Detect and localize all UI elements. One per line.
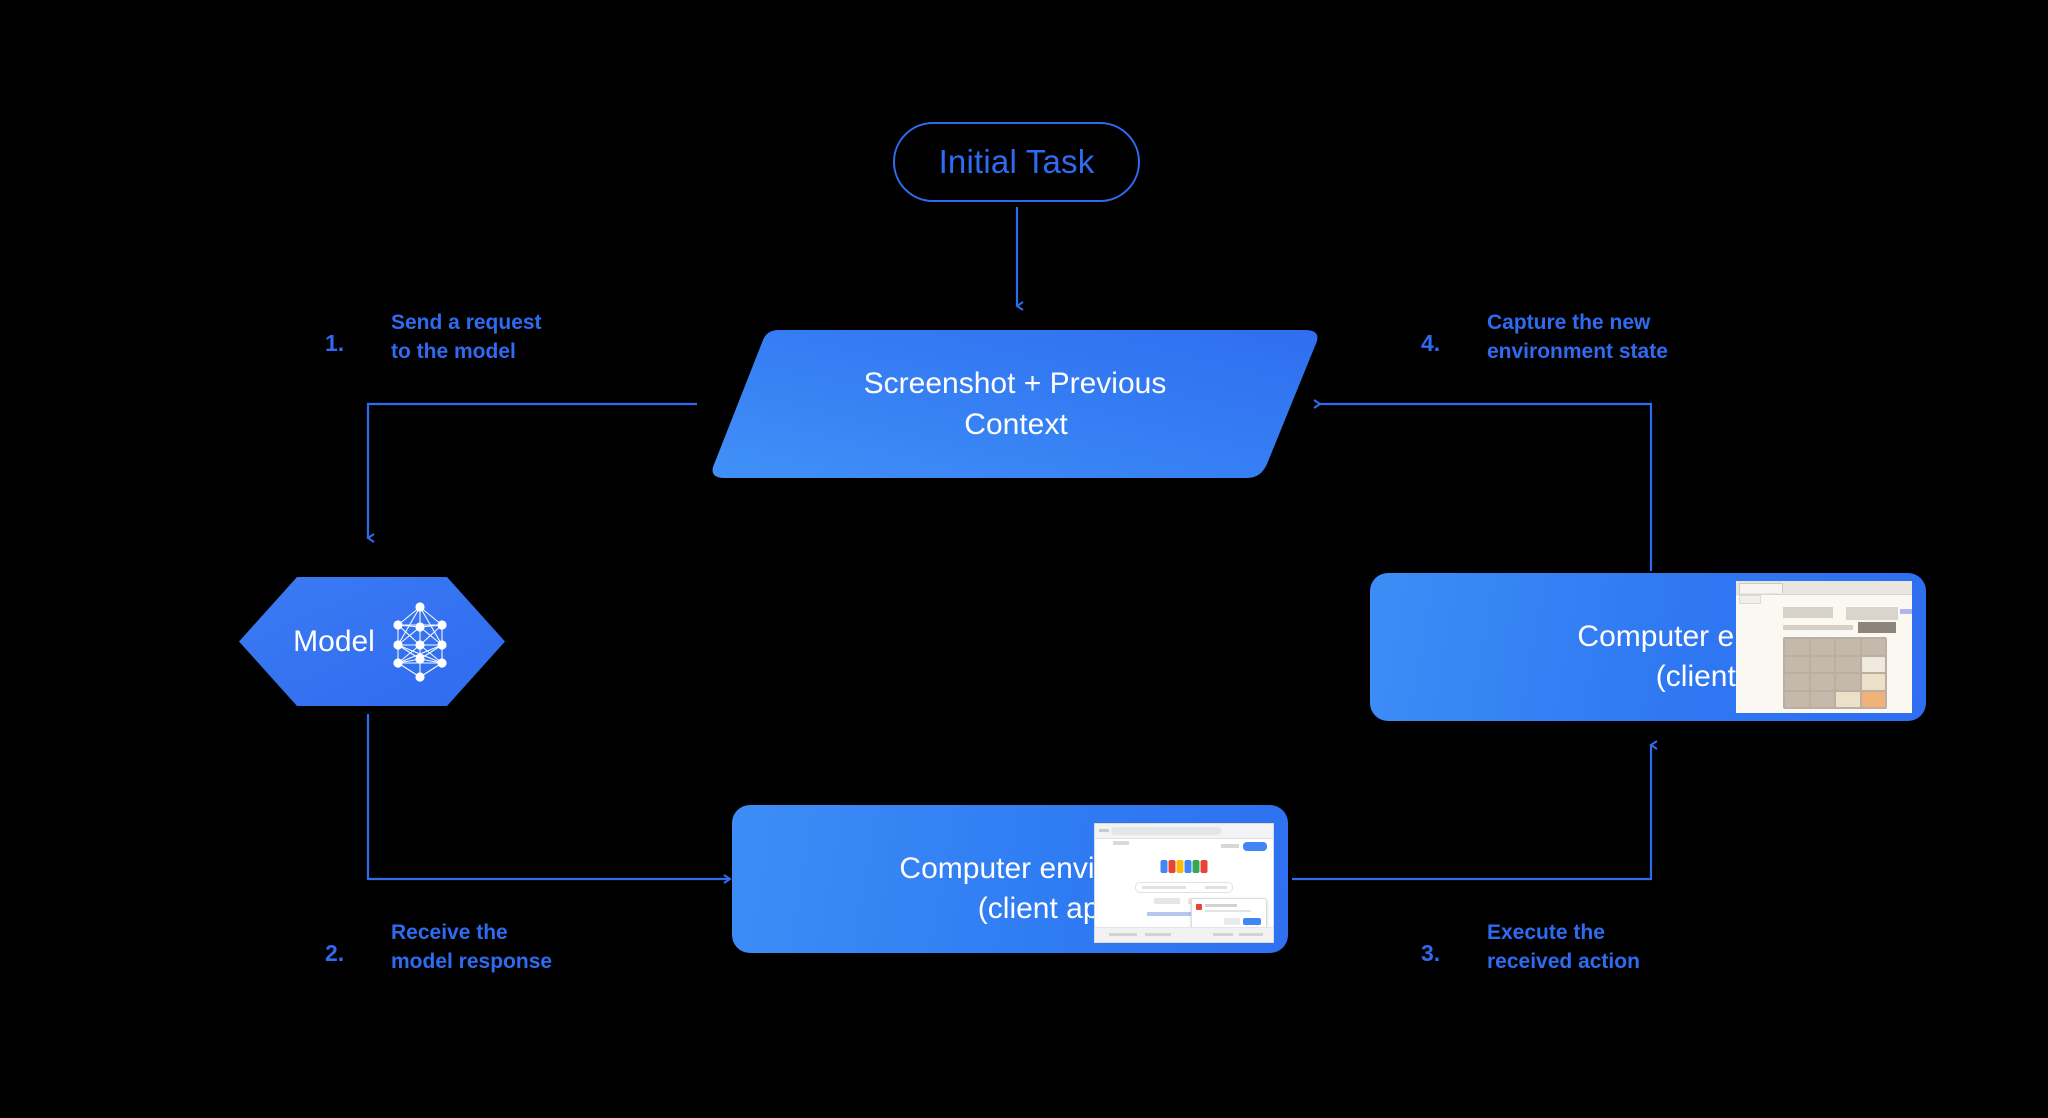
score-boxes bbox=[1846, 607, 1898, 620]
dialog-primary-button[interactable] bbox=[1243, 918, 1261, 925]
model-node[interactable]: Model bbox=[237, 575, 507, 708]
header-links bbox=[1221, 844, 1239, 848]
step-2-line1: Receive the bbox=[391, 921, 508, 944]
header-links bbox=[1900, 609, 1912, 614]
step-3-text: Execute the received action bbox=[1487, 918, 1640, 976]
google-search-button[interactable] bbox=[1154, 898, 1180, 904]
browser-nav-buttons bbox=[1099, 829, 1109, 832]
2048-game-thumbnail bbox=[1736, 581, 1912, 713]
step-1-text: Send a request to the model bbox=[391, 308, 542, 366]
step-3-line2: received action bbox=[1487, 950, 1640, 973]
game-board bbox=[1783, 637, 1887, 709]
game-subtitle bbox=[1783, 625, 1853, 630]
tile-cell bbox=[1861, 639, 1885, 655]
tile-cell bbox=[1861, 656, 1885, 672]
step-1-line2: to the model bbox=[391, 340, 516, 363]
tile-cell bbox=[1785, 639, 1809, 655]
computer-environment-right-node[interactable]: Computer environment (client app) bbox=[1370, 573, 1926, 721]
parallelogram-shape bbox=[712, 330, 1318, 478]
tile-cell bbox=[1810, 639, 1834, 655]
browser-url-bar bbox=[1111, 827, 1221, 835]
google-search-thumbnail bbox=[1094, 823, 1274, 943]
initial-task-label: Initial Task bbox=[938, 143, 1095, 180]
step-1-line1: Send a request bbox=[391, 311, 542, 334]
tile-cell bbox=[1785, 691, 1809, 707]
popup-dialog[interactable] bbox=[1191, 898, 1267, 930]
initial-task-node[interactable]: Initial Task bbox=[893, 122, 1140, 202]
game-title bbox=[1783, 607, 1833, 618]
languages-offered-line bbox=[1147, 912, 1221, 916]
bookmark-bar bbox=[1113, 841, 1129, 845]
google-logo bbox=[1160, 860, 1208, 873]
search-icons bbox=[1205, 886, 1227, 889]
tile-cell bbox=[1836, 674, 1860, 690]
tile-cell bbox=[1861, 691, 1885, 707]
tile-cell bbox=[1836, 639, 1860, 655]
step-2-text: Receive the model response bbox=[391, 918, 552, 976]
dialog-icon bbox=[1196, 904, 1202, 910]
step-4-text: Capture the new environment state bbox=[1487, 308, 1668, 366]
tile-cell bbox=[1810, 674, 1834, 690]
tile-cell bbox=[1785, 656, 1809, 672]
step-1-number: 1. bbox=[325, 330, 345, 356]
step-4-line2: environment state bbox=[1487, 340, 1668, 363]
sign-in-button[interactable] bbox=[1243, 842, 1267, 851]
dialog-secondary-button[interactable] bbox=[1224, 918, 1240, 925]
tile-cell bbox=[1785, 674, 1809, 690]
step-4-number: 4. bbox=[1421, 330, 1441, 356]
page-footer bbox=[1095, 927, 1273, 942]
dialog-body bbox=[1205, 910, 1251, 912]
search-input[interactable] bbox=[1135, 882, 1233, 893]
tile-cell bbox=[1836, 656, 1860, 672]
search-placeholder bbox=[1142, 886, 1186, 889]
computer-environment-bottom-node[interactable]: Computer environment (client app) bbox=[732, 805, 1288, 953]
tile-cell bbox=[1836, 691, 1860, 707]
hexagon-shape bbox=[239, 577, 505, 706]
step-3-line1: Execute the bbox=[1487, 921, 1605, 944]
model-node-label: Model bbox=[293, 624, 375, 658]
step-3-number: 3. bbox=[1421, 940, 1441, 966]
new-game-button[interactable] bbox=[1858, 622, 1896, 633]
tile-cell bbox=[1810, 656, 1834, 672]
dialog-title bbox=[1205, 904, 1237, 907]
context-node-line2: Context bbox=[964, 408, 1068, 441]
tile-cell bbox=[1810, 691, 1834, 707]
context-node-line1: Screenshot + Previous bbox=[863, 367, 1167, 400]
neural-network-icon bbox=[393, 601, 447, 682]
tile-cell bbox=[1861, 674, 1885, 690]
step-2-number: 2. bbox=[325, 940, 345, 966]
step-2-line2: model response bbox=[391, 950, 553, 973]
browser-chrome-bar bbox=[1095, 824, 1273, 839]
context-node[interactable]: Screenshot + Previous Context bbox=[705, 328, 1325, 480]
browser-url-bar bbox=[1739, 595, 1761, 604]
browser-tab bbox=[1739, 583, 1783, 593]
step-4-line1: Capture the new bbox=[1487, 311, 1651, 334]
